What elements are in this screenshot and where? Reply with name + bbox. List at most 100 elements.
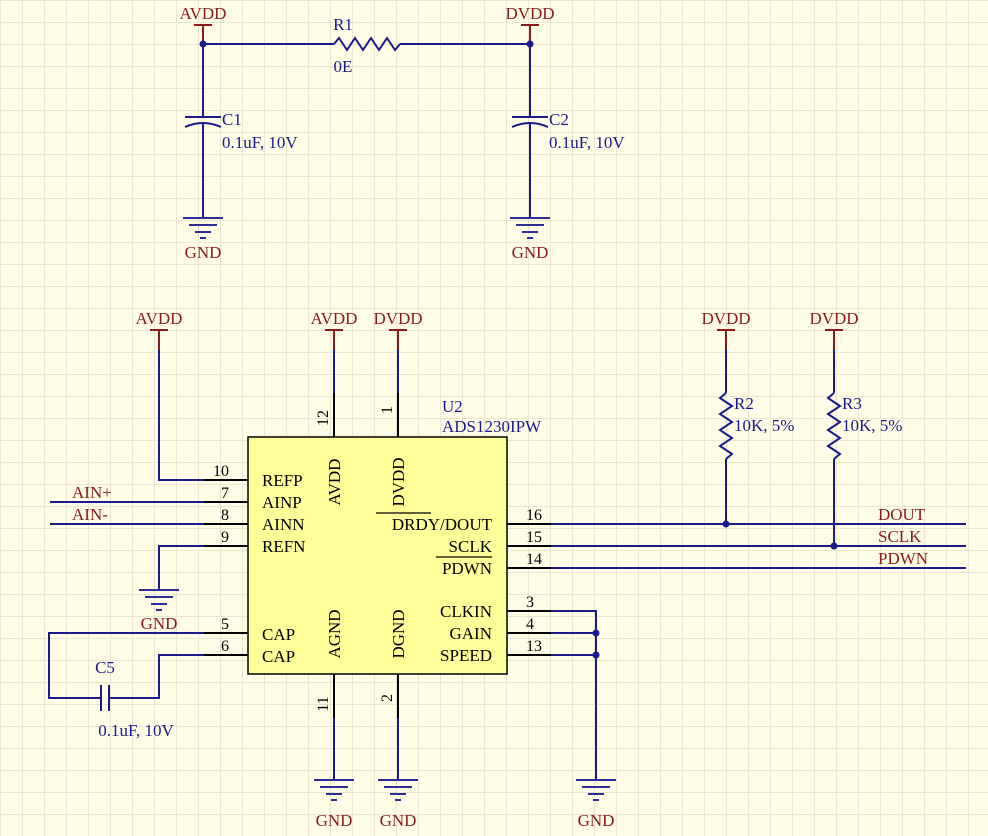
gnd-symbol-c1: GND (183, 217, 223, 262)
resistor-r1[interactable]: R1 0E (203, 15, 530, 76)
gnd-symbol-refn: GND (139, 589, 179, 633)
svg-text:CLKIN: CLKIN (440, 602, 492, 621)
pin-clkin: 3 CLKIN (440, 594, 551, 621)
avdd-power-port-refp: AVDD (136, 309, 183, 350)
svg-text:13: 13 (526, 638, 542, 655)
pin-ainn: 8 AINN (204, 507, 305, 534)
avdd-label: AVDD (136, 309, 183, 328)
svg-text:15: 15 (526, 529, 542, 546)
avdd-label: AVDD (180, 4, 227, 23)
clkin-gnd-wire (551, 610, 597, 780)
svg-text:9: 9 (221, 529, 229, 546)
drdy-overbar-text: DRDY (392, 515, 440, 534)
net-dout: DOUT (551, 505, 966, 525)
r2-value: 10K, 5% (734, 416, 794, 435)
ic-body[interactable] (247, 436, 508, 675)
svg-text:AGND: AGND (325, 609, 344, 658)
pin-refp: 10 REFP (204, 463, 303, 490)
c1-designator: C1 (222, 110, 242, 129)
junction-dot (830, 542, 838, 550)
svg-text:12: 12 (315, 410, 332, 426)
net-label-pdwn: PDWN (878, 549, 928, 568)
svg-text:11: 11 (315, 696, 332, 711)
dvdd-power-port-r2: DVDD (701, 309, 751, 350)
net-label-ain-plus: AIN+ (72, 483, 112, 502)
net-label-sclk: SCLK (878, 527, 922, 546)
junction-dot (722, 520, 730, 528)
c2-value: 0.1uF, 10V (549, 133, 625, 152)
gnd-label: GND (141, 614, 178, 633)
pin-speed: 13 SPEED (440, 638, 551, 665)
capacitor-c2[interactable]: C2 0.1uF, 10V (511, 44, 625, 218)
resistor-r3[interactable]: R3 10K, 5% (826, 350, 902, 546)
refn-wire (158, 545, 204, 590)
svg-text:7: 7 (221, 485, 229, 502)
svg-text:DGND: DGND (389, 609, 408, 658)
r1-value: 0E (334, 57, 353, 76)
dvdd-label: DVDD (373, 309, 422, 328)
avdd-power-port-top: AVDD (180, 4, 227, 44)
net-ain-minus: AIN- (50, 505, 204, 525)
pin-drdy-dout: 16 DRDY/DOUT (376, 507, 551, 534)
gnd-label: GND (316, 811, 353, 830)
gnd-symbol-c2: GND (510, 217, 550, 262)
svg-text:8: 8 (221, 507, 229, 524)
svg-text:AVDD: AVDD (325, 459, 344, 506)
u2-designator: U2 (442, 397, 463, 416)
pin-sclk: 15 SCLK (449, 529, 551, 556)
refp-wire (158, 350, 204, 481)
ic-u2[interactable]: U2 ADS1230IPW (247, 397, 542, 675)
gnd-label: GND (512, 243, 549, 262)
svg-text:14: 14 (526, 551, 542, 568)
svg-text:CAP: CAP (262, 647, 295, 666)
svg-text:DRDY/DOUT: DRDY/DOUT (392, 515, 493, 534)
r1-designator: R1 (333, 15, 353, 34)
avdd-label: AVDD (311, 309, 358, 328)
svg-text:5: 5 (221, 616, 229, 633)
svg-text:SCLK: SCLK (449, 537, 493, 556)
svg-text:DVDD: DVDD (389, 457, 408, 506)
r3-value: 10K, 5% (842, 416, 902, 435)
capacitor-c5[interactable]: C5 0.1uF, 10V (48, 632, 204, 740)
capacitor-c1[interactable]: C1 0.1uF, 10V (184, 44, 298, 218)
c5-value: 0.1uF, 10V (98, 721, 174, 740)
r2-designator: R2 (734, 394, 754, 413)
pin-dgnd: 2 DGND (379, 609, 408, 718)
pin-cap-5: 5 CAP (204, 616, 295, 644)
dvdd-label: DVDD (701, 309, 750, 328)
pin-avdd: 12 AVDD (315, 393, 344, 505)
gnd-label: GND (578, 811, 615, 830)
svg-text:3: 3 (526, 594, 534, 611)
svg-text:GAIN: GAIN (450, 624, 493, 643)
pin-ainp: 7 AINP (204, 485, 302, 512)
net-label-ain-minus: AIN- (72, 505, 108, 524)
u2-part: ADS1230IPW (442, 417, 542, 436)
junction-dot (592, 651, 600, 659)
svg-text:6: 6 (221, 638, 229, 655)
svg-text:1: 1 (379, 406, 396, 414)
pin-pdwn: 14 PDWN (436, 551, 551, 578)
pin-refn: 9 REFN (204, 529, 305, 556)
dvdd-power-port-r3: DVDD (809, 309, 859, 350)
svg-text:AINN: AINN (262, 515, 305, 534)
c5-designator: C5 (95, 658, 115, 677)
svg-text:2: 2 (379, 694, 396, 702)
gnd-symbol-agnd: GND (314, 779, 354, 830)
pin-cap-6: 6 CAP (204, 638, 295, 666)
c1-value: 0.1uF, 10V (222, 133, 298, 152)
net-pdwn: PDWN (551, 549, 966, 569)
svg-text:REFP: REFP (262, 471, 303, 490)
dvdd-label: DVDD (809, 309, 858, 328)
dvdd-power-port-u2: DVDD (373, 309, 423, 350)
net-sclk: SCLK (551, 527, 966, 547)
junction-dot (592, 629, 600, 637)
resistor-r2[interactable]: R2 10K, 5% (718, 350, 794, 524)
dvdd-power-port-top: DVDD (505, 4, 555, 44)
gnd-symbol-config: GND (576, 779, 616, 830)
svg-text:REFN: REFN (262, 537, 305, 556)
c2-designator: C2 (549, 110, 569, 129)
svg-text:10: 10 (213, 463, 229, 480)
dvdd-label: DVDD (505, 4, 554, 23)
svg-text:4: 4 (526, 616, 534, 633)
